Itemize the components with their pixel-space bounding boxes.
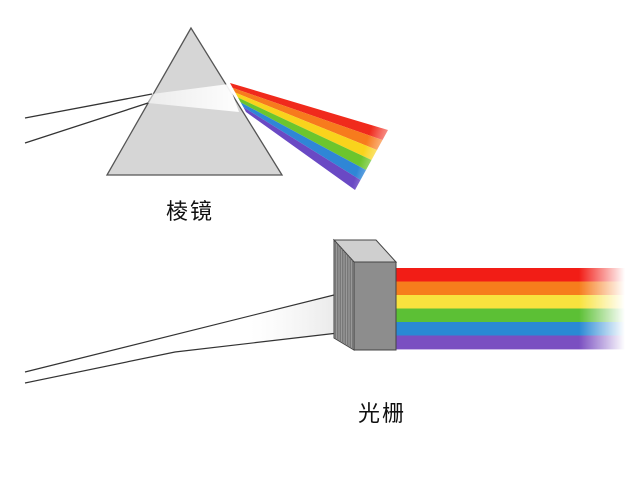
prism-label: 棱镜 [166, 200, 215, 225]
prism-spectrum-band-2 [232, 87, 383, 150]
grating-spectrum-band-1 [396, 268, 625, 282]
grating-rulings [335, 241, 353, 349]
grating-spectrum-band-4 [396, 308, 625, 323]
prism-spectrum-band-3 [235, 92, 377, 160]
prism-spectrum [230, 83, 388, 190]
prism-spectrum-band-6 [243, 107, 361, 190]
grating [332, 238, 398, 351]
grating-incident-glow [250, 294, 338, 345]
prism-light-path [148, 84, 239, 112]
prism-spectrum-band-5 [240, 102, 366, 180]
grating-spectrum-band-6 [396, 335, 625, 350]
grating-label: 光栅 [358, 402, 407, 427]
grating-incident-beam-edges [24, 293, 339, 384]
prism-spectrum-band-4 [238, 97, 372, 170]
grating-spectrum [396, 268, 625, 350]
grating-spectrum-band-5 [396, 322, 625, 336]
grating-spectrum-band-2 [396, 281, 625, 296]
prism-incident-beam [24, 93, 153, 144]
grating-spectrum-band-3 [396, 295, 625, 309]
grating-side-face [353, 261, 397, 351]
prism-spectrum-band-1 [230, 83, 388, 140]
